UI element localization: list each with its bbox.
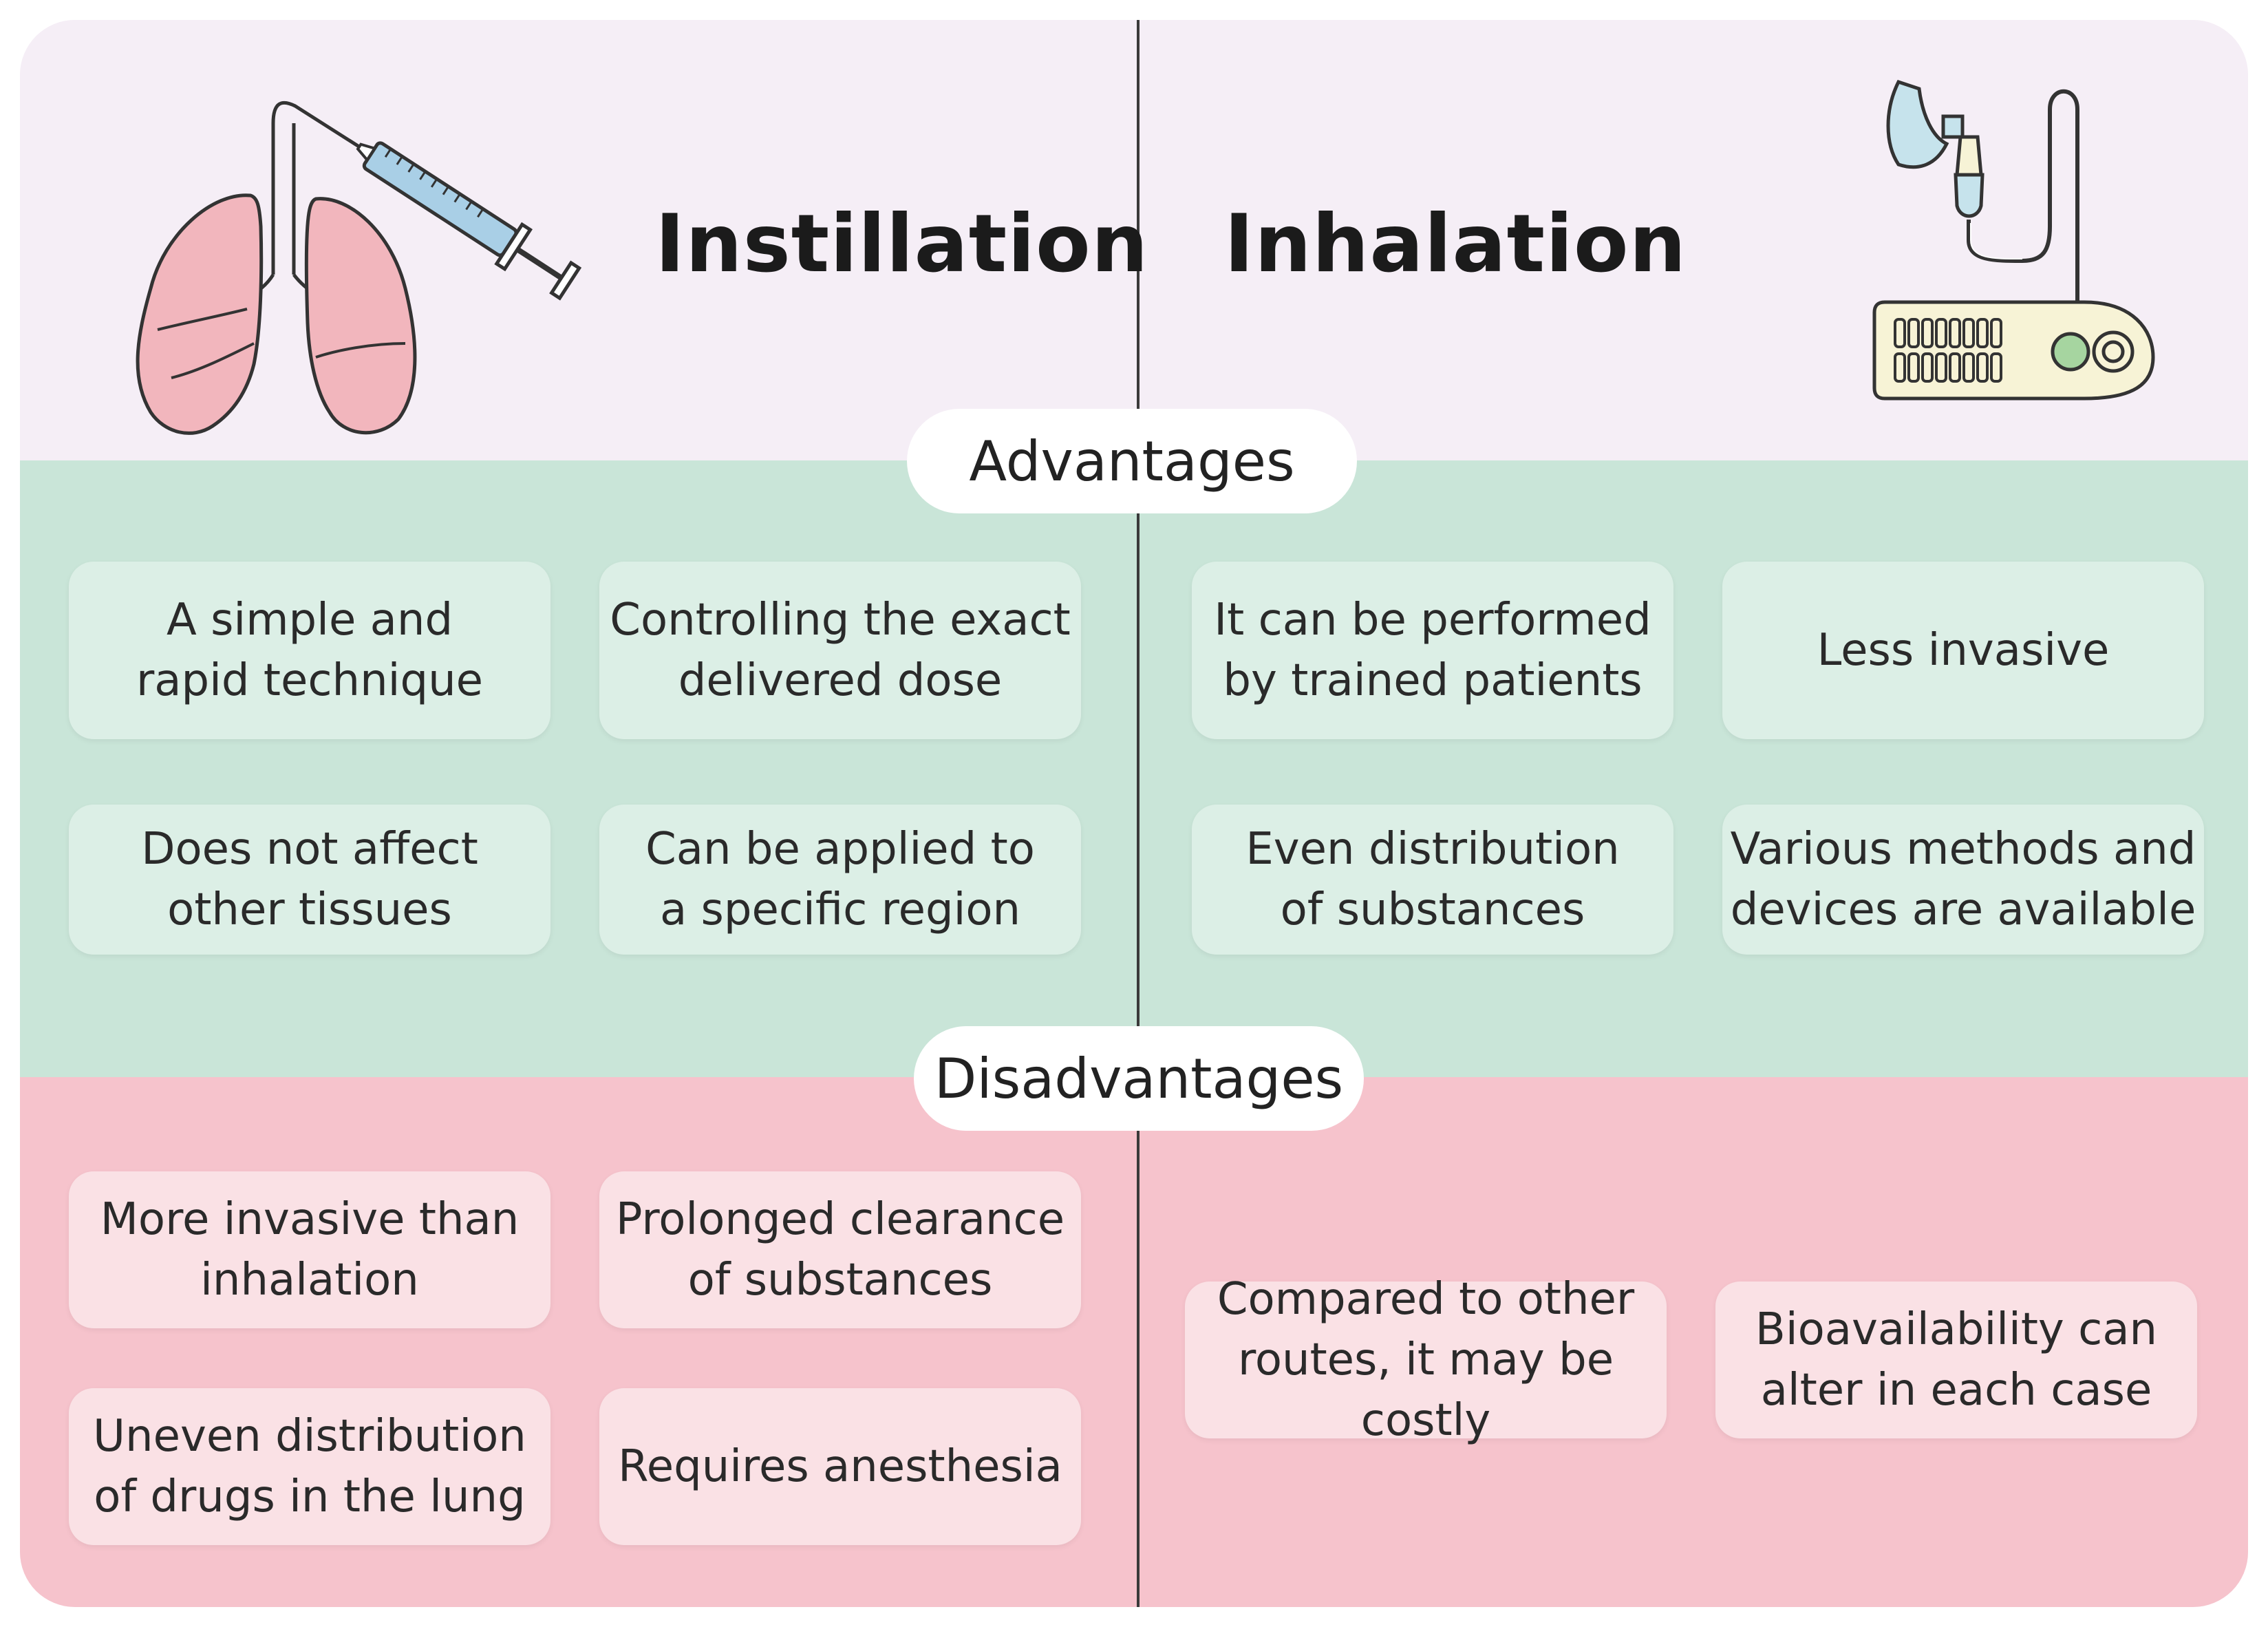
advantages-label: Advantages: [907, 409, 1357, 513]
instillation-title: Instillation: [655, 198, 1149, 290]
disadvantage-box: More invasive than inhalation: [69, 1171, 550, 1328]
advantage-box: Less invasive: [1722, 562, 2204, 739]
advantage-text: Can be applied to a specific region: [645, 824, 1035, 935]
advantage-box: It can be performed by trained patients: [1192, 562, 1673, 739]
disadvantage-text: More invasive than inhalation: [100, 1194, 520, 1306]
center-divider: [1137, 20, 1140, 1607]
advantage-text: It can be performed by trained patients: [1214, 595, 1651, 706]
advantages-section: [20, 460, 2248, 1077]
advantage-box: Can be applied to a specific region: [599, 805, 1081, 955]
advantage-box: Various methods and devices are availabl…: [1722, 805, 2204, 955]
disadvantage-box: Compared to other routes, it may be cost…: [1185, 1274, 1667, 1446]
disadvantage-text: Compared to other routes, it may be cost…: [1217, 1274, 1635, 1446]
advantage-text: A simple and rapid technique: [136, 595, 484, 706]
disadvantages-label: Disadvantages: [914, 1026, 1364, 1131]
comparison-card: Instillation Inhalation Advantages Disad…: [20, 20, 2248, 1607]
disadvantage-box: Uneven distribution of drugs in the lung: [69, 1388, 550, 1545]
advantage-text: Even distribution of substances: [1245, 824, 1620, 935]
advantage-box: A simple and rapid technique: [69, 562, 550, 739]
disadvantage-text: Bioavailability can alter in each case: [1755, 1304, 2158, 1416]
disadvantage-text: Uneven distribution of drugs in the lung: [93, 1411, 526, 1522]
inhalation-title: Inhalation: [1224, 198, 1687, 290]
disadvantage-box: Bioavailability can alter in each case: [1715, 1282, 2197, 1438]
advantage-box: Even distribution of substances: [1192, 805, 1673, 955]
disadvantage-box: Requires anesthesia: [599, 1388, 1081, 1545]
advantage-text: Controlling the exact delivered dose: [610, 595, 1071, 706]
advantage-box: Does not affect other tissues: [69, 805, 550, 955]
disadvantage-text: Prolonged clearance of substances: [615, 1194, 1065, 1306]
disadvantage-text: Requires anesthesia: [618, 1441, 1062, 1492]
advantage-text: Does not affect other tissues: [141, 824, 478, 935]
advantage-text: Various methods and devices are availabl…: [1730, 824, 2196, 935]
disadvantage-box: Prolonged clearance of substances: [599, 1171, 1081, 1328]
advantage-box: Controlling the exact delivered dose: [599, 562, 1081, 739]
advantage-text: Less invasive: [1817, 625, 2110, 676]
lungs-with-syringe-icon: [136, 100, 582, 435]
nebulizer-device-icon: [1872, 79, 2155, 401]
